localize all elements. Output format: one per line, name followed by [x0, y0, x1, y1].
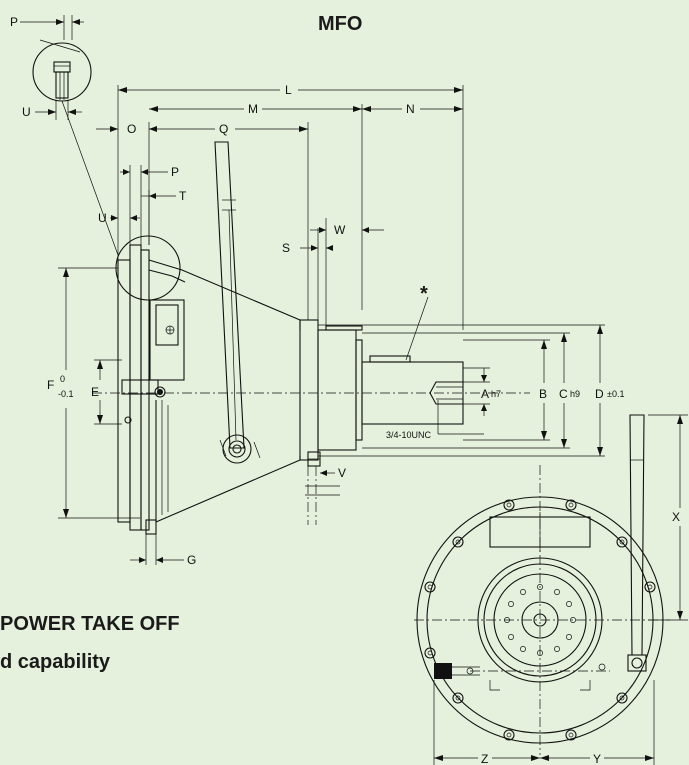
dim-label-t: T [179, 189, 187, 203]
dim-label-a: A [481, 387, 489, 401]
dim-label-w: W [334, 223, 346, 237]
dim-tol-d: ±0.1 [607, 389, 624, 399]
dim-label-f: F [47, 378, 54, 392]
dim-label-x: X [672, 510, 680, 524]
bolt-circle [504, 584, 576, 656]
dim-label-o: O [127, 122, 136, 136]
caption-line-1: POWER TAKE OFF [0, 613, 180, 635]
shaft-dimensions: S W [282, 218, 384, 330]
dim-label-l: L [285, 83, 292, 97]
dim-label-q: Q [219, 122, 228, 136]
dim-label-u: U [98, 211, 107, 225]
outer-bolts [424, 499, 656, 741]
dim-label-g: G [187, 553, 196, 567]
dim-tol-f-top: 0 [60, 374, 65, 384]
dim-label-z: Z [481, 752, 488, 765]
top-dimensions: L M N O Q [96, 83, 464, 330]
note-asterisk: * [420, 283, 428, 305]
note-thread: 3/4-10UNC [386, 430, 432, 440]
dim-label-v: V [338, 466, 346, 480]
dim-label-n: N [406, 102, 415, 116]
side-view: * [92, 141, 530, 535]
dim-fit-c: h9 [570, 389, 580, 399]
dim-label-c: C [559, 387, 568, 401]
caption-line-2: d capability [0, 651, 111, 673]
dim-label-d: D [595, 387, 604, 401]
dim-label-p-detail: P [10, 15, 18, 29]
dim-label-u-detail: U [22, 105, 31, 119]
bottom-dimensions: V G [130, 466, 346, 567]
dim-fit-a: h7 [491, 389, 501, 399]
left-dimensions: F 0 -0.1 E [47, 267, 140, 519]
dim-label-p: P [171, 165, 179, 179]
front-view: X Z Y [414, 414, 688, 765]
flange-dimensions: P T U [98, 165, 187, 255]
dim-label-y: Y [593, 752, 601, 765]
dim-tol-f-bottom: -0.1 [58, 389, 74, 399]
right-dimensions: A h7 B C h9 D ±0.1 3/4-10UNC [318, 324, 624, 457]
dim-label-s: S [282, 241, 290, 255]
detail-view: P U [10, 15, 119, 256]
dim-label-m: M [248, 102, 258, 116]
dim-label-b: B [539, 387, 547, 401]
drawing-title: MFO [318, 13, 362, 35]
dim-label-e: E [91, 385, 99, 399]
